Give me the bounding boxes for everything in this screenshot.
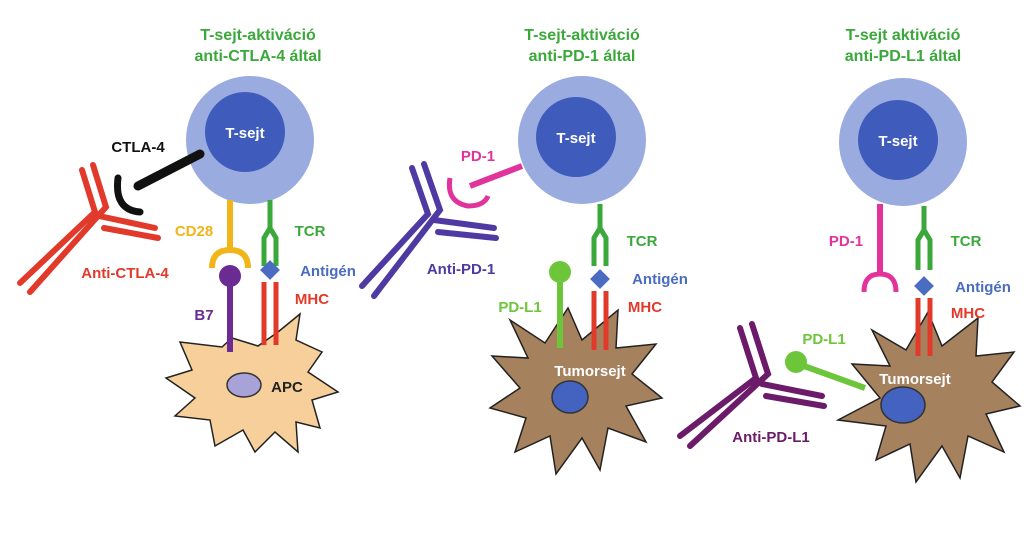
panel3-antibody-arm-lower xyxy=(759,381,825,399)
panel1-title-line1: T-sejt-aktiváció xyxy=(200,27,316,44)
panel3-antibody-arm-lower-2 xyxy=(763,393,827,409)
panel1-antibody-arm-left xyxy=(17,167,99,286)
panel2-antibody-arm-lower xyxy=(431,217,497,231)
panel1-antibody-label: Anti-CTLA-4 xyxy=(81,265,169,282)
panel1-b7-head xyxy=(219,265,241,287)
panel3-tumor-nucleus xyxy=(880,386,926,424)
panel2-antibody-arm-right xyxy=(371,161,444,299)
panel3-tumor-label: Tumorsejt xyxy=(879,371,950,388)
panel1-cd28-cup xyxy=(209,246,251,269)
panel1-ctla4-cup xyxy=(113,174,144,216)
panel2-pd1-cup xyxy=(446,177,491,209)
panel1-b7-label: B7 xyxy=(194,307,213,324)
panel1-antigen-label: Antigén xyxy=(300,263,356,280)
panel3-pdl1-ligand xyxy=(785,351,867,391)
panel3-title-line1: T-sejt aktiváció xyxy=(846,27,961,44)
panel3-pdl1-head xyxy=(785,351,807,373)
panel3-pd1-receptor xyxy=(861,204,899,293)
panel2-anti-pd1-antibody xyxy=(359,161,499,299)
panel2-mhc xyxy=(591,291,609,350)
panel3-anti-pdl1-antibody xyxy=(677,321,827,449)
panel1-apc-nucleus xyxy=(226,372,262,398)
panel1-t-cell-nucleus xyxy=(205,92,285,172)
panel-anti-pd1: T-sejt-aktiváció anti-PD-1 által Tumorse… xyxy=(359,27,688,476)
panel1-cd28-label: CD28 xyxy=(175,223,213,240)
panel1-mhc xyxy=(261,282,279,345)
panel1-t-cell: T-sejt xyxy=(186,76,314,204)
panel1-ctla4-stem xyxy=(133,149,205,191)
panel2-pdl1-head xyxy=(549,261,571,283)
panel1-tcr-fork xyxy=(261,226,279,266)
panel2-antigen-label: Antigén xyxy=(632,271,688,288)
panel2-pd1-label: PD-1 xyxy=(461,148,495,165)
panel2-tcr-label: TCR xyxy=(627,233,658,250)
panel1-antibody-arm-lower xyxy=(96,213,158,231)
panel3-t-cell-label: T-sejt xyxy=(878,133,917,150)
panel3-tcr xyxy=(915,206,933,270)
panel2-mhc-label: MHC xyxy=(628,299,662,316)
panel1-antibody-arm-lower-2 xyxy=(101,225,161,241)
panel2-pdl1-ligand xyxy=(549,261,571,348)
panel2-tcr xyxy=(591,204,609,266)
panel1-ctla4-receptor xyxy=(113,149,205,216)
panel2-pd1-receptor xyxy=(446,163,524,209)
panel1-antibody-arm-right xyxy=(27,162,110,295)
panel2-antibody-label: Anti-PD-1 xyxy=(427,261,495,278)
panel3-t-cell: T-sejt xyxy=(839,78,967,206)
panel2-tcr-fork xyxy=(591,226,609,266)
panel1-anti-ctla4-antibody xyxy=(17,162,161,295)
panel2-title-line2: anti-PD-1 által xyxy=(529,48,636,65)
panel2-tumor-nucleus xyxy=(551,380,589,414)
panel3-antigen-diamond xyxy=(914,276,934,296)
panel1-b7-ligand xyxy=(219,265,241,352)
panel2-t-cell-nucleus xyxy=(536,97,616,177)
panel2-pd1-stem xyxy=(468,163,524,189)
panel1-tcr-label: TCR xyxy=(295,223,326,240)
panel2-t-cell-label: T-sejt xyxy=(556,130,595,147)
panel2-antibody-arm-lower-2 xyxy=(435,229,499,241)
panel3-t-cell-nucleus xyxy=(858,100,938,180)
panel3-tcr-label: TCR xyxy=(951,233,982,250)
panel3-tcr-fork xyxy=(915,228,933,270)
panel3-mhc-label: MHC xyxy=(951,305,985,322)
panel-anti-pdl1: T-sejt aktiváció anti-PD-L1 által Tumors… xyxy=(677,27,1022,484)
panel2-antibody-arm-left xyxy=(359,165,432,289)
panel1-mhc-label: MHC xyxy=(295,291,329,308)
panel2-antigen-diamond xyxy=(590,269,610,289)
panel3-pdl1-label: PD-L1 xyxy=(802,331,845,348)
panel3-antibody-arm-right xyxy=(687,321,772,449)
panel2-title-line1: T-sejt-aktiváció xyxy=(524,27,640,44)
panel1-antigen-diamond xyxy=(260,260,280,280)
panel3-title-line2: anti-PD-L1 által xyxy=(845,48,961,65)
panel3-pd1-label: PD-1 xyxy=(829,233,863,250)
panel2-tumor-cell: Tumorsejt xyxy=(488,306,664,476)
panel3-pdl1-stem xyxy=(802,363,867,391)
panel3-tumor-cell: Tumorsejt xyxy=(835,310,1022,484)
panel1-t-cell-label: T-sejt xyxy=(225,125,264,142)
panel3-mhc xyxy=(915,298,933,356)
panel3-pd1-cup xyxy=(861,271,899,293)
panel-anti-ctla4: T-sejt-aktiváció anti-CTLA-4 által T-sej… xyxy=(17,27,356,454)
panel2-pdl1-label: PD-L1 xyxy=(498,299,541,316)
panel3-antibody-arm-left xyxy=(677,325,760,439)
panel1-title-line2: anti-CTLA-4 által xyxy=(194,48,321,65)
panel3-antigen-label: Antigén xyxy=(955,279,1011,296)
panel1-tcr xyxy=(261,200,279,266)
panel1-apc-cell: APC xyxy=(164,312,340,454)
panel2-tumor-label: Tumorsejt xyxy=(554,363,625,380)
panel3-antibody-label: Anti-PD-L1 xyxy=(732,429,810,446)
panel2-t-cell: T-sejt xyxy=(518,76,646,204)
panel1-cd28-receptor xyxy=(209,200,251,269)
panel3-tumor-body xyxy=(835,310,1022,484)
panel1-ctla4-label: CTLA-4 xyxy=(111,139,165,156)
panel1-apc-label: APC xyxy=(271,379,303,396)
